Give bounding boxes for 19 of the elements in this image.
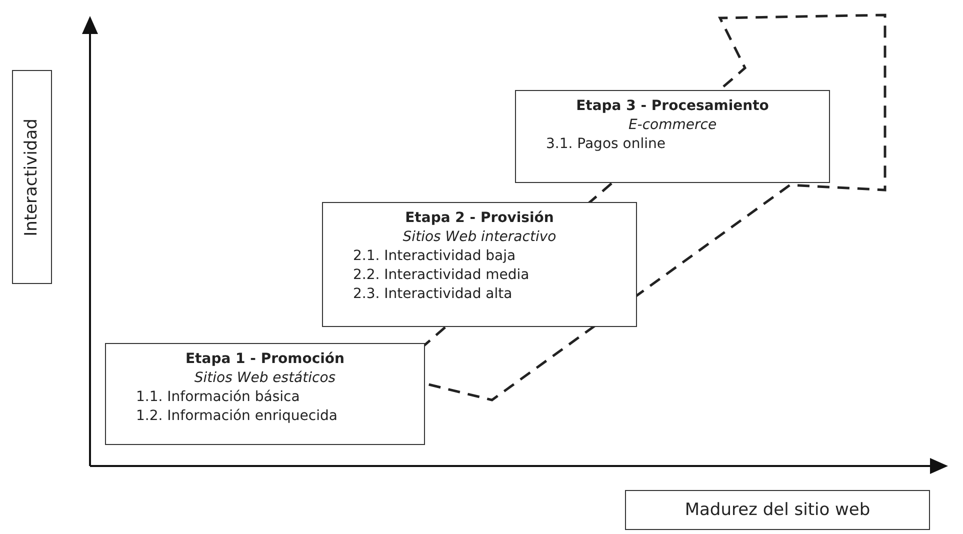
list-item: 3.1. Pagos online bbox=[545, 135, 666, 154]
stage-subtitle: E-commerce bbox=[627, 116, 718, 135]
axis-label bbox=[12, 70, 52, 284]
axis-title: Interactividad bbox=[22, 118, 42, 236]
list-item: 1.2. Información enriquecida bbox=[135, 407, 338, 426]
list-item: 2.3. Interactividad alta bbox=[352, 285, 514, 304]
list-item: 2.1. Interactividad baja bbox=[352, 247, 517, 266]
stage-box bbox=[515, 90, 830, 183]
axis-title: Madurez del sitio web bbox=[684, 500, 870, 520]
stage-box bbox=[322, 202, 637, 327]
stage-box bbox=[105, 343, 425, 445]
stage-title: Etapa 3 - Procesamiento bbox=[575, 97, 770, 116]
stage-title: Etapa 1 - Promoción bbox=[184, 350, 346, 369]
stage-subtitle: Sitios Web interactivo bbox=[402, 228, 558, 247]
stage-title: Etapa 2 - Provisión bbox=[404, 209, 555, 228]
list-item: 2.2. Interactividad media bbox=[352, 266, 530, 285]
stage-subtitle: Sitios Web estáticos bbox=[193, 369, 337, 388]
list-item: 1.1. Información básica bbox=[135, 388, 301, 407]
axis-label bbox=[625, 490, 930, 530]
